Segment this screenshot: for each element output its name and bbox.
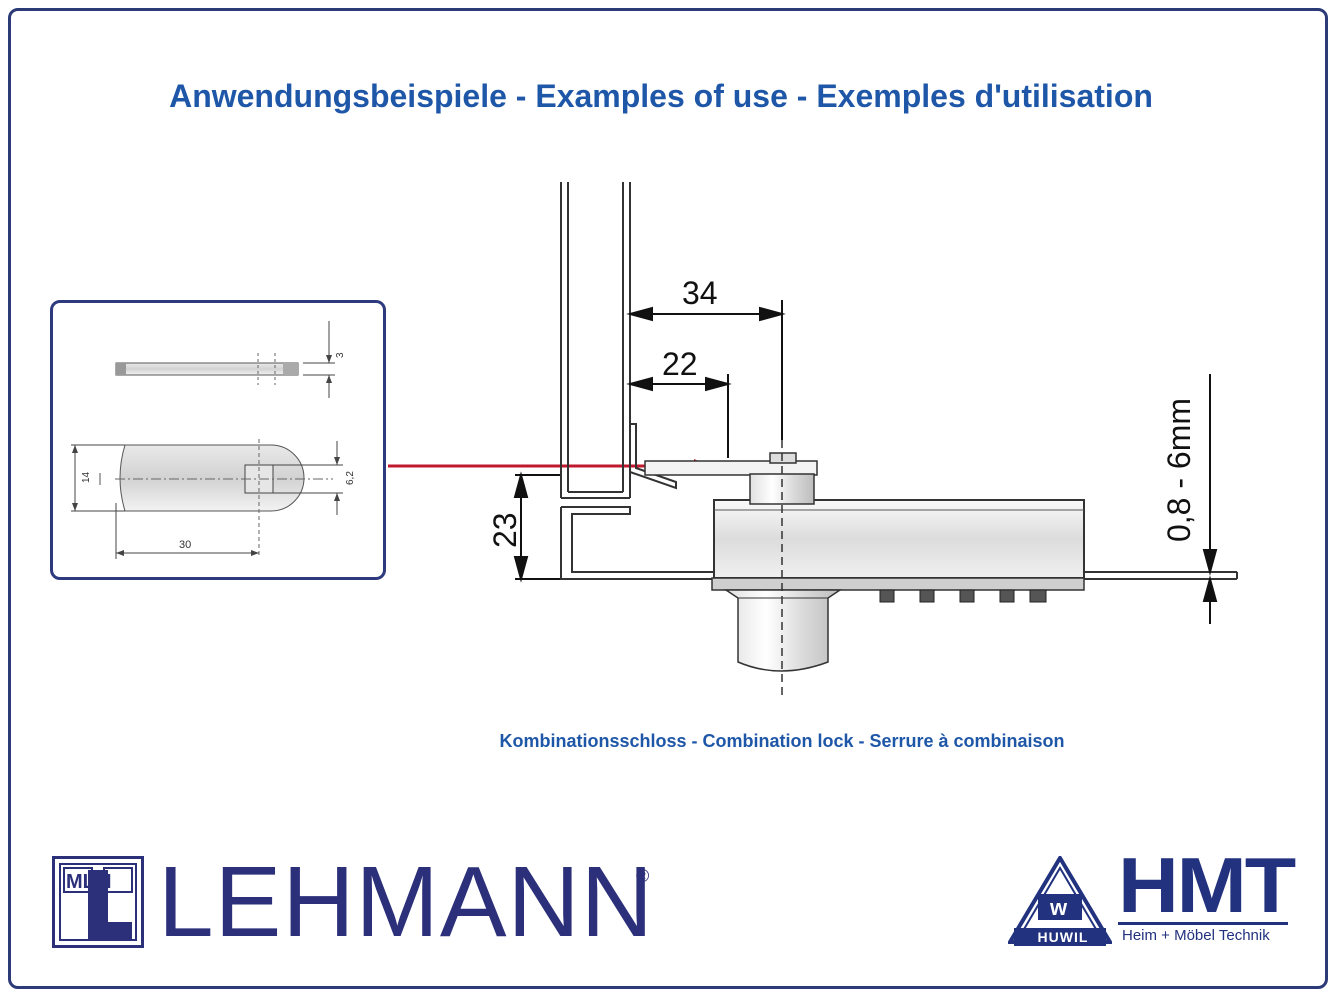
- cam-square-label: 6,2: [345, 471, 356, 485]
- lehmann-registered-mark: ®: [636, 866, 650, 886]
- dim-22-label: 22: [662, 346, 698, 382]
- cam-length-label: 30: [179, 539, 191, 551]
- dimension-labels: 34 22 23 0,8 - 6mm: [487, 275, 1197, 548]
- combination-lock: [644, 440, 1085, 700]
- hmt-subtitle: Heim + Möbel Technik: [1122, 927, 1270, 944]
- cam-top-view: 14 6,2 30: [71, 439, 356, 559]
- page-title: Anwendungsbeispiele - Examples of use - …: [169, 78, 1153, 114]
- cam-side-view: 3: [115, 321, 346, 398]
- hmt-wordmark: HMT: [1118, 841, 1296, 929]
- huwil-mark: w: [1049, 895, 1068, 920]
- cam-width-label: 14: [81, 471, 92, 483]
- dimension-lines: [513, 300, 1218, 624]
- cam-detail-panel: 3 14 6,2: [50, 300, 386, 580]
- cam-detail-drawing: 3 14 6,2: [71, 321, 356, 559]
- drawing-caption: Kombinationsschloss - Combination lock -…: [499, 731, 1065, 751]
- lehmann-wordmark: LEHMANN: [158, 846, 654, 958]
- cam-thickness-label: 3: [335, 352, 346, 358]
- dim-23-label: 23: [487, 512, 523, 548]
- lehmann-logo-icon: MLM: [52, 856, 144, 948]
- huwil-wordmark: HUWIL: [1037, 929, 1089, 945]
- dim-thickness-label: 0,8 - 6mm: [1161, 398, 1197, 542]
- huwil-logo-icon: w: [1008, 856, 1112, 946]
- hmt-divider: [1118, 922, 1288, 925]
- dim-34-label: 34: [682, 275, 718, 311]
